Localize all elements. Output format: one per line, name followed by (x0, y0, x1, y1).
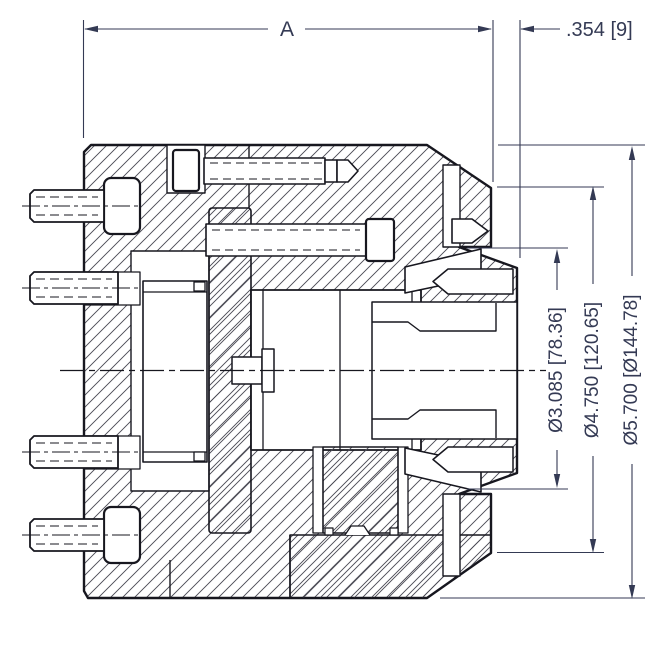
block-seal-left (324, 527, 334, 536)
dim-middle-diameter-label: Ø4.750 [120.65] (582, 302, 603, 438)
dimension-middle-diameter (589, 186, 597, 553)
boss-slot-top (432, 268, 514, 295)
cylinder-internals (130, 207, 422, 536)
screw1-shank (203, 157, 326, 185)
actuator-slot-left (312, 446, 324, 534)
stud-2 (22, 271, 141, 306)
boss-slot-bottom (432, 446, 514, 473)
block-seal-right (389, 527, 399, 536)
screw2-head (364, 217, 396, 263)
sleeve-seal-bottom (193, 451, 206, 462)
rear-bolt-slot-bottom (442, 493, 461, 577)
screw1-threads (210, 162, 322, 180)
dim-mid-arrow-down (589, 539, 597, 553)
dimension-outer-diameter (628, 146, 636, 599)
set-screw-bullet (451, 218, 489, 244)
stud-1 (22, 176, 142, 236)
cap-screws (166, 144, 396, 263)
block-bump (344, 525, 371, 536)
bore-profile-top (372, 303, 497, 332)
stud4-threads (36, 525, 98, 545)
dimension-inner-diameter (553, 249, 561, 488)
dim-a-arrow-right (478, 25, 492, 33)
cylinder-sleeve (142, 280, 208, 463)
dim-inner-arrow-up (553, 249, 561, 263)
bore-profile-bottom (372, 409, 497, 438)
dim-inner-diameter-label: Ø3.085 [78.36] (546, 307, 567, 433)
dim-outer-diameter-label: Ø5.700 [Ø144.78] (621, 294, 642, 445)
screw1-tip (336, 159, 359, 183)
stud-3 (22, 435, 141, 470)
dim-offset-arrow (520, 25, 534, 33)
sleeve-seal-top (193, 281, 206, 292)
dim-a-label: A (280, 18, 294, 41)
dim-outer-arrow-up (628, 146, 636, 160)
stud-4 (22, 505, 142, 565)
dimension-offset (520, 25, 560, 33)
screw2-shank (205, 223, 367, 257)
dim-mid-arrow-up (589, 186, 597, 200)
screw2-threads (212, 229, 360, 251)
dim-inner-arrow-down (553, 474, 561, 488)
dim-offset-label: .354 [9] (566, 19, 633, 41)
dim-outer-arrow-down (628, 585, 636, 599)
stud1-threads (36, 196, 98, 216)
stud2-threads (36, 278, 112, 298)
guide-block (322, 446, 399, 534)
rear-bottom-block (289, 534, 492, 599)
dimension-a (84, 25, 492, 33)
screw1-head (171, 148, 201, 193)
mounting-studs (22, 176, 142, 565)
stud3-threads (36, 442, 112, 462)
screw1-collar (324, 159, 338, 183)
dimension-annotations (82, 20, 645, 599)
dim-a-arrow-left (84, 25, 98, 33)
